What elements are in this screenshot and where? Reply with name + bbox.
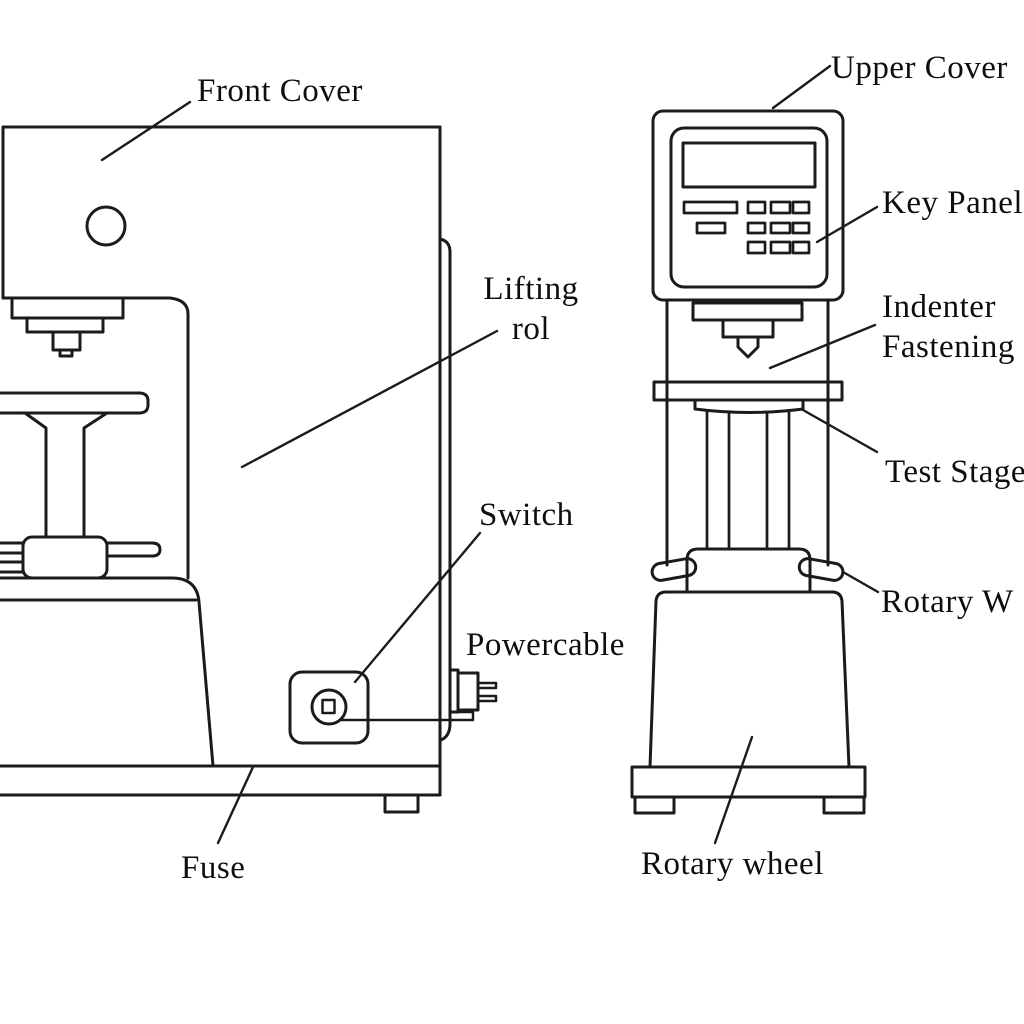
lower-body: [648, 590, 851, 769]
indenter-tip: [736, 335, 760, 359]
label-lifting-rod-line2: rol: [511, 311, 551, 347]
label-fuse: Fuse: [181, 850, 246, 886]
base-foot: [383, 793, 420, 814]
lead-screws: [705, 410, 791, 551]
pedestal: [0, 576, 215, 768]
leader-rotary-wheel-side: [841, 570, 880, 594]
base-side: [0, 764, 442, 814]
base-foot: [633, 795, 676, 815]
upper-cover-body: [651, 109, 845, 302]
leader-key-panel: [815, 205, 879, 244]
label-switch: Switch: [479, 497, 574, 533]
label-lifting-rod: Lifting rol: [477, 269, 585, 349]
test-stage-assembly: [652, 380, 844, 414]
leader-rotary-wheel: [713, 735, 754, 845]
label-indenter-fastening: Indenter Fastening: [882, 287, 1015, 367]
spindle: [23, 411, 109, 539]
label-lifting-rod-line1: Lifting: [483, 271, 579, 307]
indenter-fastening-assembly: [691, 301, 804, 359]
leader-lifting-rod: [240, 329, 499, 469]
front-view-machine: [630, 109, 867, 815]
leader-test-stage: [801, 408, 879, 454]
label-powercable: Powercable: [466, 627, 625, 663]
leader-switch: [353, 531, 482, 684]
hand-wheel-side: [0, 535, 162, 580]
display-screen: [681, 141, 817, 189]
label-test-stage: Test Stage: [885, 454, 1024, 490]
leader-indenter-fastening: [768, 323, 877, 370]
column-front: [665, 298, 830, 567]
label-indenter-fastening-line2: Fastening: [882, 329, 1015, 365]
leader-front-cover: [100, 100, 192, 162]
label-key-panel: Key Panel: [882, 185, 1024, 221]
anvil-table: [0, 391, 150, 415]
label-front-cover: Front Cover: [197, 73, 363, 109]
front-cover-body: [1, 125, 442, 797]
label-indenter-fastening-line1: Indenter: [882, 289, 996, 325]
leader-upper-cover: [771, 64, 832, 110]
leader-lines: [100, 64, 880, 845]
base-front: [630, 765, 867, 815]
label-rotary-wheel-side: Rotary W: [881, 584, 1014, 620]
label-rotary-wheel: Rotary wheel: [641, 846, 824, 882]
indenter-assembly-side: [10, 296, 125, 358]
side-view-machine: [0, 125, 498, 814]
leader-fuse: [216, 765, 255, 845]
side-flange: [438, 237, 452, 742]
label-upper-cover: Upper Cover: [831, 50, 1008, 86]
key-panel-buttons: [682, 200, 811, 255]
power-connector: [339, 668, 498, 722]
base-foot: [822, 795, 866, 815]
rotary-wheel-front: [650, 547, 845, 594]
cover-hole: [85, 205, 127, 247]
power-switch: [288, 670, 370, 745]
